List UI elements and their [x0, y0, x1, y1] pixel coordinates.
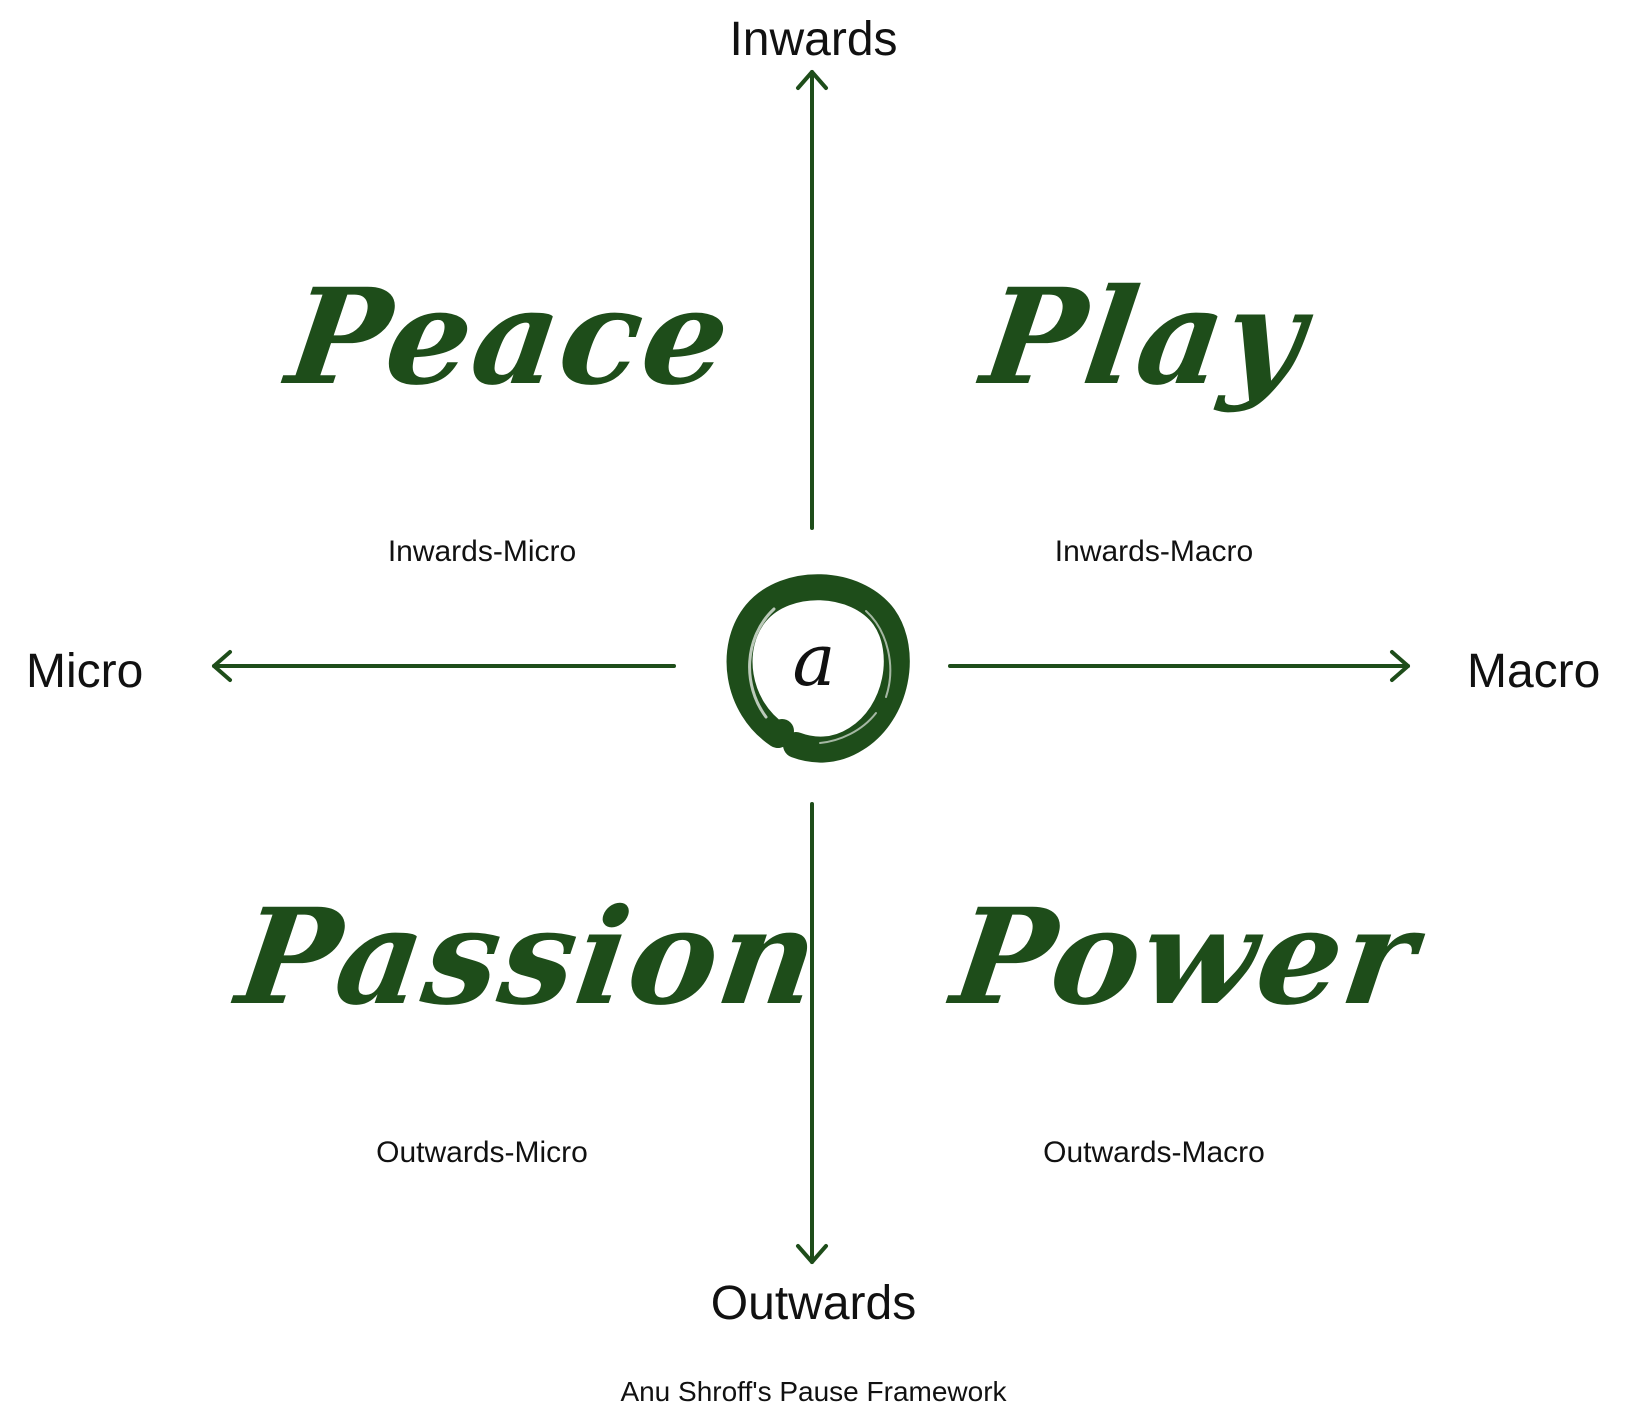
- footer-caption: Anu Shroff's Pause Framework: [620, 1376, 1007, 1407]
- axis-label-outwards: Outwards: [710, 1277, 917, 1330]
- quadrant-subtitle-peace: Inwards-Micro: [387, 535, 577, 568]
- quadrant-subtitle-play: Inwards-Macro: [1054, 535, 1254, 568]
- axis-macro-arrowhead: [1390, 650, 1410, 682]
- axis-label-macro: Macro: [1467, 645, 1601, 698]
- axis-label-micro: Micro: [26, 645, 144, 698]
- axis-micro-arrowhead: [212, 650, 232, 682]
- quadrant-title-passion: Passion: [229, 880, 829, 1035]
- quadrant-title-play: Play: [974, 260, 1316, 415]
- axis-outwards-arrowhead: [796, 1244, 828, 1264]
- logo-letter: a: [793, 618, 836, 702]
- quadrant-title-power: Power: [944, 880, 1427, 1035]
- enso-circle-logo-icon: a: [726, 574, 910, 763]
- quadrant-subtitle-power: Outwards-Macro: [1043, 1136, 1265, 1169]
- quadrant-subtitle-passion: Outwards-Micro: [376, 1136, 588, 1169]
- quadrant-title-peace: Peace: [279, 260, 741, 415]
- axis-label-inwards: Inwards: [729, 13, 898, 66]
- axis-inwards-arrowhead: [796, 70, 828, 90]
